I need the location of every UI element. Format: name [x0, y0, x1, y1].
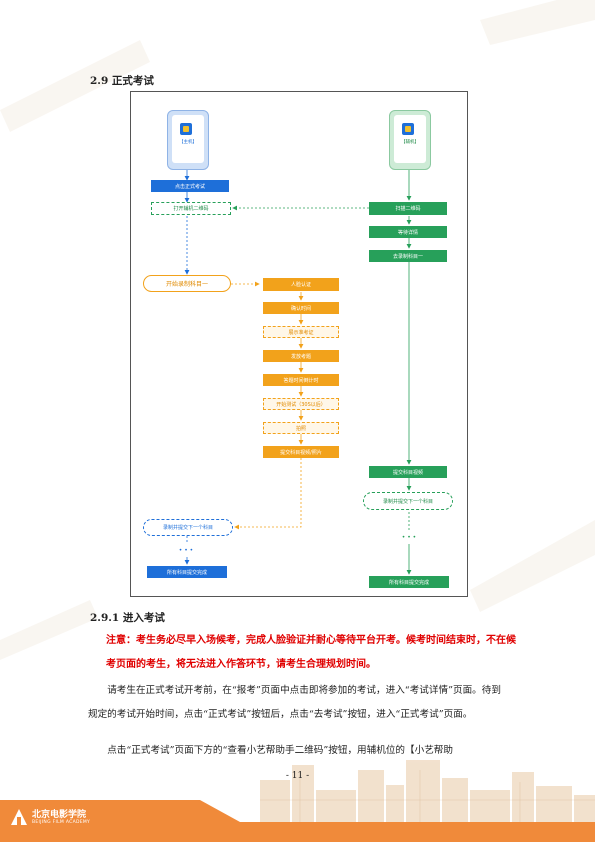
logo-en-text: BEIJING FILM ACADEMY: [32, 819, 91, 825]
skyline-illustration: [260, 760, 595, 822]
node-go-record: 去录制科目一: [369, 250, 447, 262]
node-submit-media: 提交科目视频/照片: [263, 446, 339, 458]
node-face-verify: 人脸认证: [263, 278, 339, 291]
dots-right: • • •: [401, 533, 417, 541]
warning-note: 注意：考生务必尽早入场候考，完成人脸验证并耐心等待平台开考。候考时间结束时，不在…: [106, 635, 516, 670]
node-scan-qr: 扫描二维码: [369, 202, 447, 215]
node-all-done-right: 所有科目提交完成: [369, 576, 449, 588]
node-record-next-left: 录制并提交下一个科目: [143, 519, 233, 536]
node-record-next-right: 录制并提交下一个科目: [363, 492, 453, 510]
academy-logo: 北京电影学院 BEIJING FILM ACADEMY: [10, 808, 90, 826]
paragraph-2: 点击“正式考试”页面下方的“查看小艺帮助手二维码”按钮，用辅机位的【小艺帮助: [107, 745, 453, 756]
assist-phone-label: 【辅机】: [401, 140, 419, 145]
node-issue-questions: 发放考题: [263, 350, 339, 362]
academy-logo-icon: [11, 809, 27, 825]
node-wait-info: 等待详情: [369, 226, 447, 238]
dots-left: • • •: [178, 546, 194, 554]
page-number: - 11 -: [285, 771, 310, 781]
app-icon: [402, 123, 414, 135]
exam-flow-diagram: 【主机】 【辅机】 点击正式考试 打开辅机二维码 开始录制科目一 录制并提交下一…: [130, 91, 468, 597]
host-phone-label: 【主机】: [179, 140, 197, 145]
node-show-ticket: 展示准考证: [263, 326, 339, 338]
node-start-record: 开始录制科目一: [143, 275, 231, 292]
node-open-qr: 打开辅机二维码: [151, 202, 231, 215]
app-icon: [180, 123, 192, 135]
node-countdown: 答题时间倒计时: [263, 374, 339, 386]
footer-band: [0, 822, 595, 842]
node-photo: 拍照: [263, 422, 339, 434]
node-start-test: 开始测试（30S以后）: [263, 398, 339, 410]
diagram-connectors: [184, 170, 412, 575]
node-enter-exam: 点击正式考试: [151, 180, 229, 192]
paragraph-1: 请考生在正式考试开考前，在“报考”页面中点击即将参加的考试，进入“考试详情”页面…: [88, 685, 501, 720]
subsection-title: 2.9.1 进入考试: [90, 612, 165, 624]
section-title: 2.9 正式考试: [90, 75, 154, 87]
node-submit-video: 提交科目视频: [369, 466, 447, 478]
host-phone-icon: 【主机】: [167, 110, 209, 170]
node-confirm-time: 确认时间: [263, 302, 339, 314]
logo-cn-text: 北京电影学院: [32, 809, 87, 820]
node-all-done-left: 所有科目提交完成: [147, 566, 227, 578]
assist-phone-icon: 【辅机】: [389, 110, 431, 170]
